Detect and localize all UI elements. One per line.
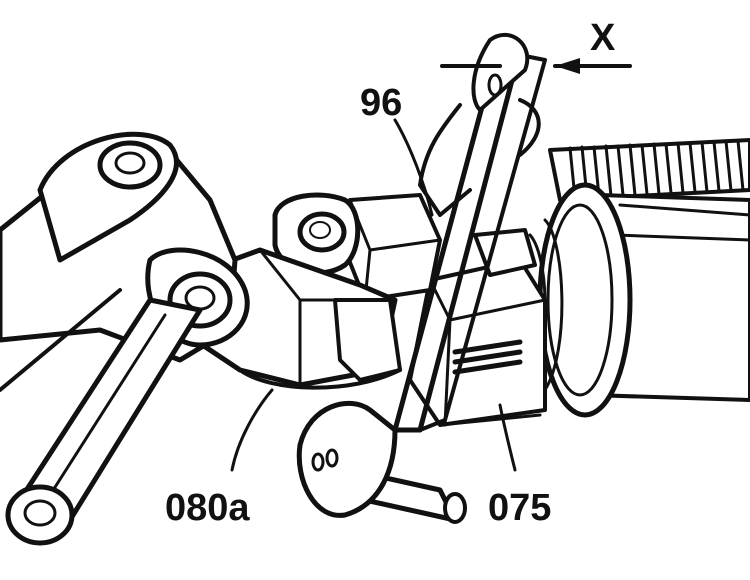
universal-joint bbox=[272, 192, 442, 302]
lever-arm bbox=[0, 288, 203, 546]
label-080a: 080a bbox=[165, 487, 250, 529]
coupling-075 bbox=[408, 228, 547, 427]
gauge-tool-96 bbox=[296, 32, 547, 518]
dimension-x bbox=[440, 58, 632, 74]
cardan-joint-left bbox=[0, 131, 250, 363]
coil-spring bbox=[548, 138, 750, 202]
label-96: 96 bbox=[360, 82, 402, 124]
gear-housing bbox=[528, 182, 750, 418]
leader-lines bbox=[230, 118, 517, 472]
label-075: 075 bbox=[488, 487, 551, 529]
intermediate-shaft-080a bbox=[192, 247, 402, 390]
label-x: X bbox=[590, 17, 616, 59]
